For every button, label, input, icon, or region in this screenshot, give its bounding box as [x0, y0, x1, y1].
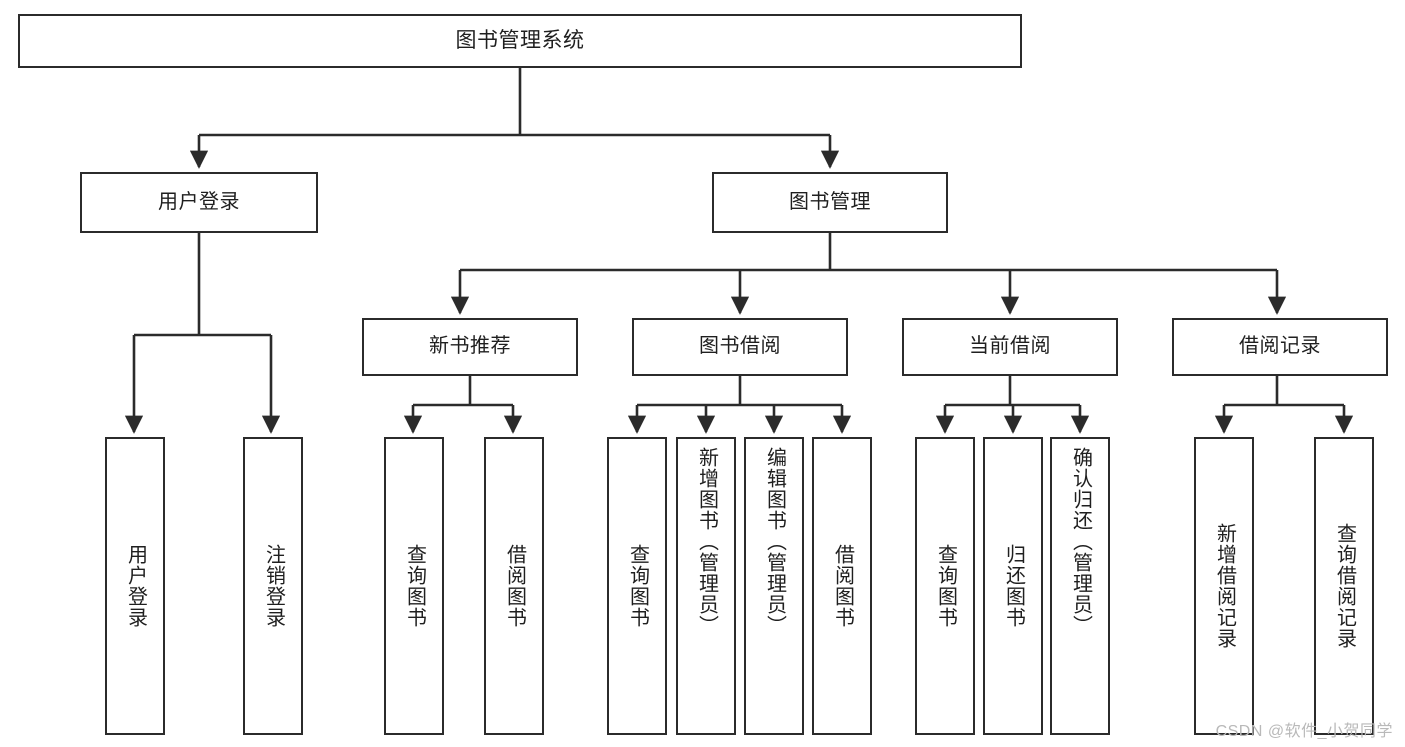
node-leaf-query-book-2[interactable]: 查询图书	[607, 437, 667, 735]
node-new-book-recommendation[interactable]: 新书推荐	[362, 318, 578, 376]
node-root-book-management-system[interactable]: 图书管理系统	[18, 14, 1022, 68]
node-book-management[interactable]: 图书管理	[712, 172, 948, 233]
node-leaf-return-book[interactable]: 归还图书	[983, 437, 1043, 735]
node-leaf-query-book-3[interactable]: 查询图书	[915, 437, 975, 735]
node-label: 确认归还（管理员）	[1069, 447, 1092, 636]
node-label: 注销登录	[262, 544, 285, 628]
node-leaf-borrow-book-1[interactable]: 借阅图书	[484, 437, 544, 735]
node-label: 查询图书	[934, 544, 957, 628]
node-leaf-query-book-1[interactable]: 查询图书	[384, 437, 444, 735]
node-leaf-borrow-book-2[interactable]: 借阅图书	[812, 437, 872, 735]
node-label: 用户登录	[158, 190, 240, 213]
node-user-login[interactable]: 用户登录	[80, 172, 318, 233]
node-label: 图书管理	[789, 190, 871, 213]
node-label: 借阅图书	[831, 544, 854, 628]
node-leaf-add-borrow-record[interactable]: 新增借阅记录	[1194, 437, 1254, 735]
node-label: 查询借阅记录	[1333, 523, 1356, 649]
node-label: 当前借阅	[969, 335, 1051, 358]
node-label: 编辑图书（管理员）	[763, 447, 786, 636]
node-leaf-edit-book[interactable]: 编辑图书（管理员）	[744, 437, 804, 735]
node-label: 图书借阅	[699, 335, 781, 358]
node-label: 新增借阅记录	[1213, 523, 1236, 649]
node-label: 查询图书	[626, 544, 649, 628]
node-label: 图书管理系统	[455, 28, 585, 52]
node-book-borrow[interactable]: 图书借阅	[632, 318, 848, 376]
node-leaf-add-book[interactable]: 新增图书（管理员）	[676, 437, 736, 735]
node-label: 新增图书（管理员）	[695, 447, 718, 636]
node-label: 归还图书	[1002, 544, 1025, 628]
node-current-borrow[interactable]: 当前借阅	[902, 318, 1118, 376]
node-label: 用户登录	[124, 544, 147, 628]
csdn-watermark: CSDN @软件_小贺同学	[1215, 723, 1393, 740]
node-label: 借阅图书	[503, 544, 526, 628]
node-label: 借阅记录	[1239, 335, 1321, 358]
node-label: 新书推荐	[429, 335, 511, 358]
node-leaf-confirm-return[interactable]: 确认归还（管理员）	[1050, 437, 1110, 735]
node-leaf-logout[interactable]: 注销登录	[243, 437, 303, 735]
node-leaf-user-login[interactable]: 用户登录	[105, 437, 165, 735]
node-borrow-record[interactable]: 借阅记录	[1172, 318, 1388, 376]
node-label: 查询图书	[403, 544, 426, 628]
node-leaf-query-borrow-record[interactable]: 查询借阅记录	[1314, 437, 1374, 735]
